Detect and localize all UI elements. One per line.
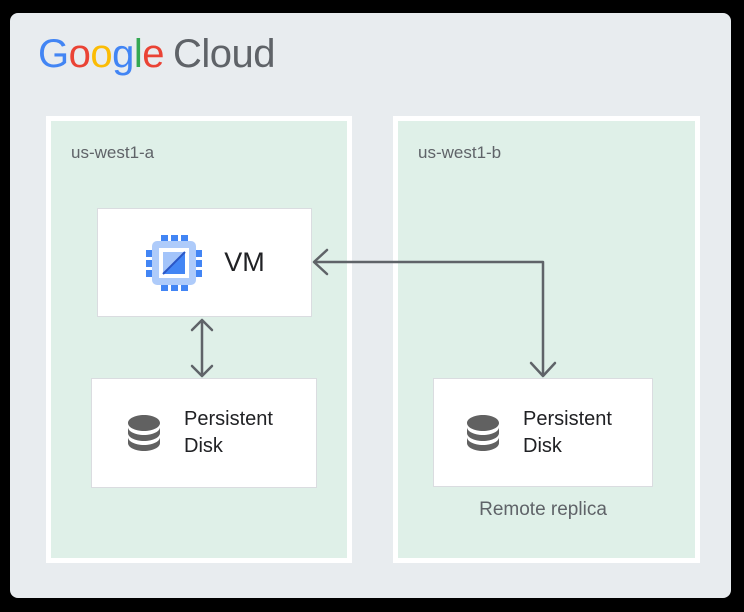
persistent-disk-node-local: Persistent Disk xyxy=(91,378,317,488)
logo-cloud-word: Cloud xyxy=(173,32,276,76)
logo-letter-o2: o xyxy=(90,32,113,76)
persistent-disk-node-remote: Persistent Disk xyxy=(433,378,653,487)
zone-a-label: us-west1-a xyxy=(71,143,155,162)
logo-letter-l: l xyxy=(133,32,143,76)
vm-label: VM xyxy=(224,247,265,277)
database-icon xyxy=(467,414,499,451)
zone-us-west1-b: us-west1-b xyxy=(393,116,700,563)
vm-node: VM xyxy=(97,208,312,317)
persistent-disk-label: Persistent Disk xyxy=(184,408,273,457)
logo-letter-o1: o xyxy=(68,32,91,76)
compute-engine-icon xyxy=(146,234,203,291)
logo-letter-g2: g xyxy=(112,32,134,76)
logo-google-word: Google xyxy=(38,32,165,76)
zone-b-label: us-west1-b xyxy=(418,143,502,162)
zone-us-west1-a: us-west1-a xyxy=(46,116,352,563)
database-icon xyxy=(128,415,160,451)
persistent-disk-label: Persistent Disk xyxy=(523,407,612,457)
logo-letter-e: e xyxy=(142,32,165,76)
logo-letter-g1: G xyxy=(38,32,69,76)
remote-replica-caption: Remote replica xyxy=(479,499,607,520)
chip-pins xyxy=(146,234,203,291)
